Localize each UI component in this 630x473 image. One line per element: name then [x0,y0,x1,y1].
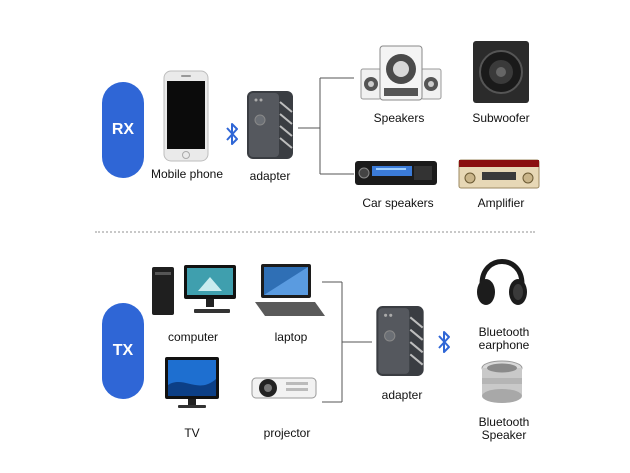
bluetooth-icon [436,330,452,354]
tv-image [164,355,220,411]
mobile-phone-image [163,70,209,162]
adapter-image [246,90,294,160]
amplifier-label: Amplifier [477,196,525,210]
amplifier-image [458,158,540,190]
subwoofer-label: Subwoofer [472,111,530,125]
projector-image [246,370,320,404]
computer-label: computer [167,330,219,344]
section-divider [95,231,535,233]
tx-badge: TX [102,303,144,399]
tv-label: TV [184,426,200,440]
bluetooth-earphone-label-2: earphone [478,338,530,352]
car-stereo-image [354,158,438,188]
computer-image [148,263,240,317]
tx-badge-label: TX [112,342,134,359]
laptop-image [253,262,327,318]
bluetooth-icon [224,122,240,146]
bluetooth-earphone-label-1: Bluetooth [478,325,530,339]
bluetooth-speaker-image [480,358,524,406]
mobile-phone-label: Mobile phone [150,167,224,181]
rx-badge: RX [102,82,144,178]
rx-connector [298,76,358,176]
speakers-label: Speakers [373,111,425,125]
rx-badge-label: RX [111,121,135,138]
car-speakers-label: Car speakers [362,196,434,210]
laptop-label: laptop [274,330,308,344]
bluetooth-speaker-label-2: Speaker [481,428,527,442]
subwoofer-image [472,40,530,104]
tx-connector [320,280,374,404]
tx-adapter-label: adapter [381,388,423,402]
bluetooth-speaker-label-1: Bluetooth [478,415,530,429]
rx-adapter-label: adapter [249,169,291,183]
projector-label: projector [263,426,311,440]
headphones-image [474,244,530,310]
speakers-image [358,44,444,104]
adapter-image [375,305,425,377]
